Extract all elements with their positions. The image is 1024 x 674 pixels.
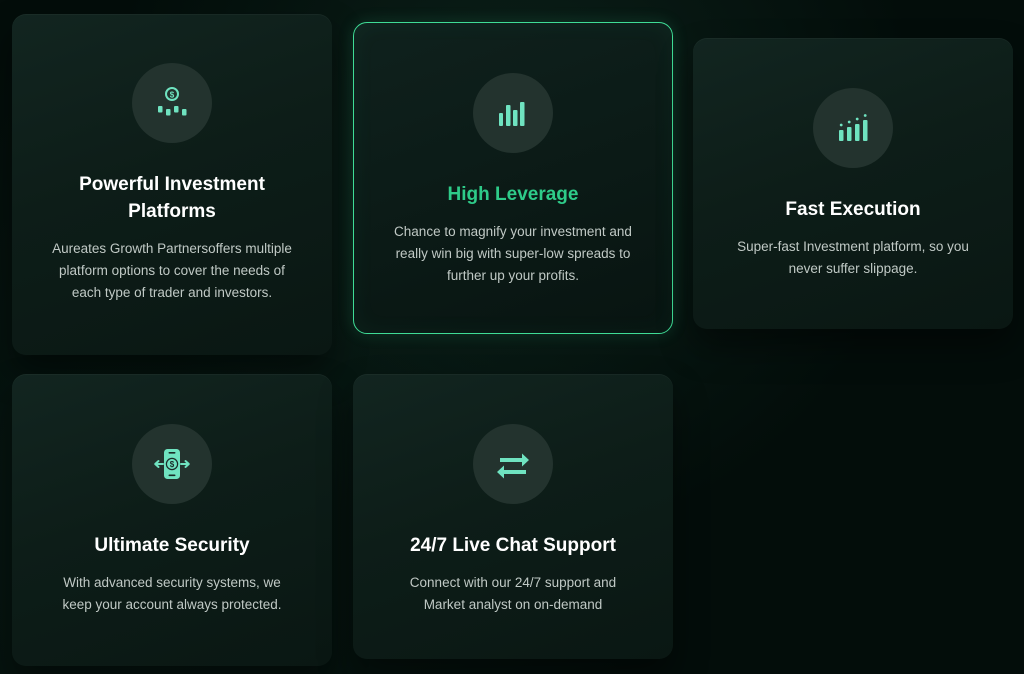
card-description: Super-fast Investment platform, so you n… [737, 239, 969, 276]
bar-chart-icon [493, 93, 533, 133]
icon-container [813, 88, 893, 168]
card-description: Aureates Growth Partnersoffers multiple … [52, 241, 292, 300]
feature-card-live-chat-support[interactable]: 24/7 Live Chat Support Connect with our … [353, 374, 673, 659]
exchange-arrows-icon [492, 443, 534, 485]
card-description: With advanced security systems, we keep … [62, 575, 282, 612]
card-title: 24/7 Live Chat Support [410, 535, 616, 556]
mobile-payment-icon: $ [151, 443, 193, 485]
feature-card-powerful-investment-platforms[interactable]: $ Powerful Investment Platforms Aureates… [12, 14, 332, 355]
icon-container [473, 73, 553, 153]
card-description: Chance to magnify your investment and re… [394, 224, 632, 283]
card-title: Powerful Investment Platforms [79, 174, 265, 222]
icon-container [473, 424, 553, 504]
feature-card-fast-execution[interactable]: Fast Execution Super-fast Investment pla… [693, 38, 1013, 329]
card-title: Ultimate Security [94, 535, 250, 556]
growth-chart-icon [833, 108, 873, 148]
card-title: High Leverage [447, 184, 579, 205]
money-bars-icon: $ [152, 83, 192, 123]
card-description: Connect with our 24/7 support and Market… [409, 575, 617, 612]
icon-container: $ [132, 63, 212, 143]
svg-text:$: $ [170, 460, 175, 469]
svg-text:$: $ [170, 91, 175, 100]
icon-container: $ [132, 424, 212, 504]
feature-card-ultimate-security[interactable]: $ Ultimate Security With advanced securi… [12, 374, 332, 666]
feature-card-high-leverage[interactable]: High Leverage Chance to magnify your inv… [353, 22, 673, 334]
card-title: Fast Execution [785, 199, 921, 220]
